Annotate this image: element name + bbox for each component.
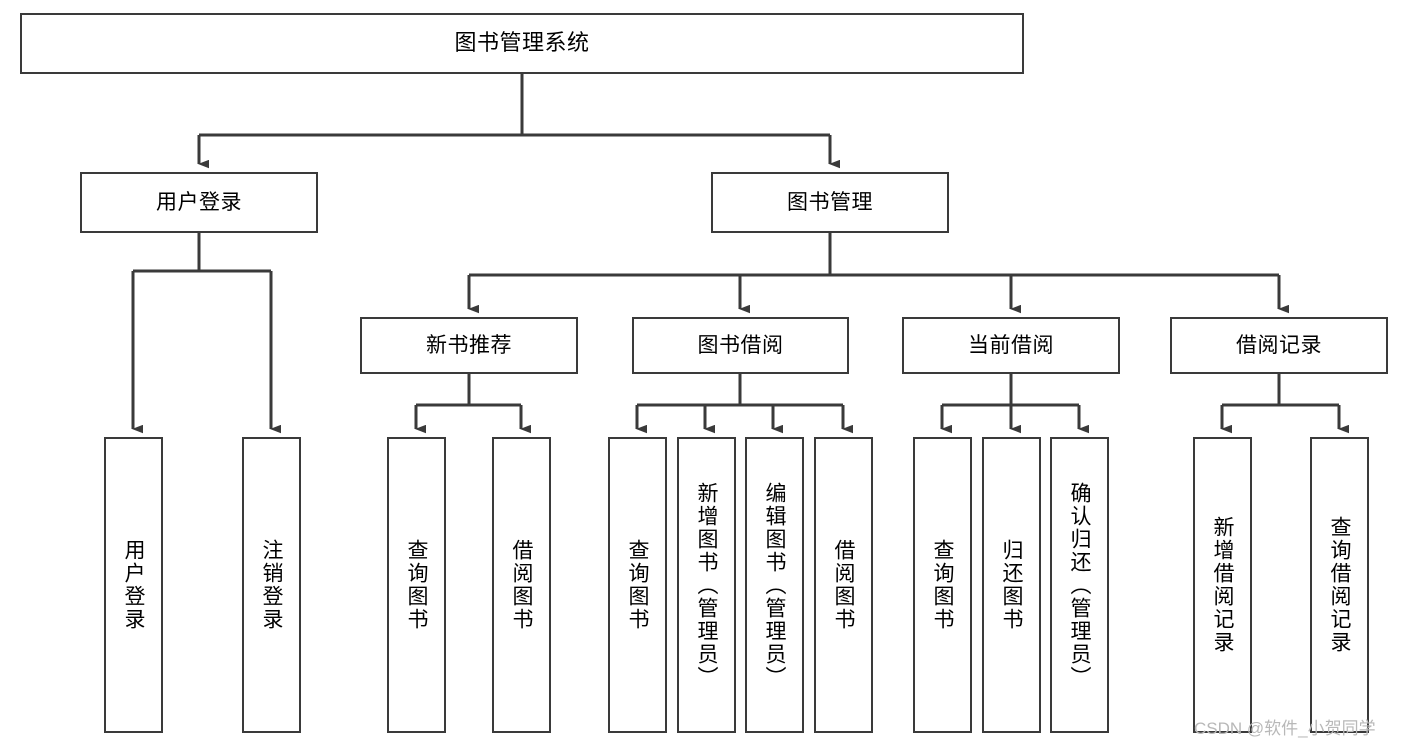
node-leaf-query-book-recommend[interactable]: 查询图书 xyxy=(387,437,446,733)
node-label: 注销登录 xyxy=(260,539,283,631)
node-borrow-record[interactable]: 借阅记录 xyxy=(1170,317,1388,374)
node-leaf-add-book[interactable]: 新增图书（管理员） xyxy=(677,437,736,733)
node-label: 查询图书 xyxy=(931,539,954,631)
node-label: 编辑图书（管理员） xyxy=(763,481,786,689)
node-book-borrow[interactable]: 图书借阅 xyxy=(632,317,849,374)
node-label: 图书管理 xyxy=(787,190,873,214)
node-label: 当前借阅 xyxy=(968,333,1054,357)
node-label: 新增借阅记录 xyxy=(1211,516,1234,654)
node-leaf-query-borrow-record[interactable]: 查询借阅记录 xyxy=(1310,437,1369,733)
node-book-manage[interactable]: 图书管理 xyxy=(711,172,949,233)
node-label: 查询图书 xyxy=(405,539,428,631)
node-label: 借阅图书 xyxy=(510,539,533,631)
node-current-borrow[interactable]: 当前借阅 xyxy=(902,317,1120,374)
node-label: 借阅图书 xyxy=(832,539,855,631)
node-label: 归还图书 xyxy=(1000,539,1023,631)
node-label: 图书管理系统 xyxy=(454,30,590,56)
node-label: 查询借阅记录 xyxy=(1328,516,1351,654)
node-label: 图书借阅 xyxy=(697,333,784,357)
node-leaf-borrow-book[interactable]: 借阅图书 xyxy=(814,437,873,733)
node-label: 借阅记录 xyxy=(1236,333,1322,357)
node-leaf-return-book[interactable]: 归还图书 xyxy=(982,437,1041,733)
node-label: 用户登录 xyxy=(122,539,145,631)
node-leaf-query-book-current[interactable]: 查询图书 xyxy=(913,437,972,733)
node-new-book-recommend[interactable]: 新书推荐 xyxy=(360,317,578,374)
node-label: 用户登录 xyxy=(156,190,242,214)
node-label: 新增图书（管理员） xyxy=(695,481,718,689)
node-leaf-add-borrow-record[interactable]: 新增借阅记录 xyxy=(1193,437,1252,733)
node-leaf-user-login[interactable]: 用户登录 xyxy=(104,437,163,733)
node-user-login[interactable]: 用户登录 xyxy=(80,172,318,233)
node-label: 新书推荐 xyxy=(426,333,512,357)
node-leaf-borrow-book-recommend[interactable]: 借阅图书 xyxy=(492,437,551,733)
node-leaf-confirm-return[interactable]: 确认归还（管理员） xyxy=(1050,437,1109,733)
node-label: 确认归还（管理员） xyxy=(1068,481,1091,689)
node-leaf-user-logout[interactable]: 注销登录 xyxy=(242,437,301,733)
node-label: 查询图书 xyxy=(626,539,649,631)
node-leaf-edit-book[interactable]: 编辑图书（管理员） xyxy=(745,437,804,733)
csdn-watermark: CSDN @软件_小贺同学 xyxy=(1194,719,1376,738)
node-leaf-query-book-borrow[interactable]: 查询图书 xyxy=(608,437,667,733)
node-root-system[interactable]: 图书管理系统 xyxy=(20,13,1024,74)
